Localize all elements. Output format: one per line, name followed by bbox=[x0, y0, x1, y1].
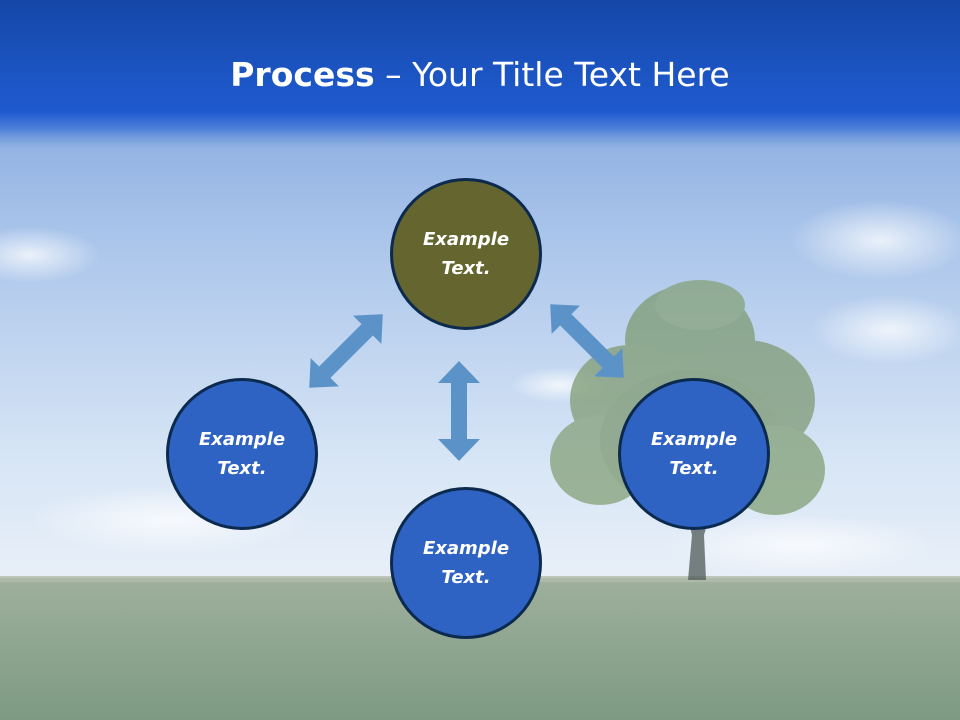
title-separator: – bbox=[374, 55, 413, 94]
page-title: Process – Your Title Text Here bbox=[0, 52, 960, 98]
double-arrow-icon bbox=[438, 361, 480, 461]
process-node-label: Example Text. bbox=[650, 429, 738, 479]
cloud bbox=[790, 200, 960, 280]
process-node-label: Example Text. bbox=[422, 229, 510, 279]
cloud bbox=[0, 227, 100, 283]
title-bold: Process bbox=[230, 55, 375, 94]
double-arrow-icon bbox=[309, 314, 383, 388]
process-node-right: Example Text. bbox=[618, 378, 770, 530]
process-node-bottom: Example Text. bbox=[390, 487, 542, 639]
double-arrow-icon bbox=[550, 304, 624, 378]
cloud bbox=[660, 515, 940, 575]
process-node-label: Example Text. bbox=[198, 429, 286, 479]
title-bar bbox=[0, 0, 960, 150]
process-node-label: Example Text. bbox=[422, 538, 510, 588]
cloud bbox=[810, 295, 960, 365]
process-node-left: Example Text. bbox=[166, 378, 318, 530]
process-node-top: Example Text. bbox=[390, 178, 542, 330]
title-rest: Your Title Text Here bbox=[412, 55, 730, 94]
